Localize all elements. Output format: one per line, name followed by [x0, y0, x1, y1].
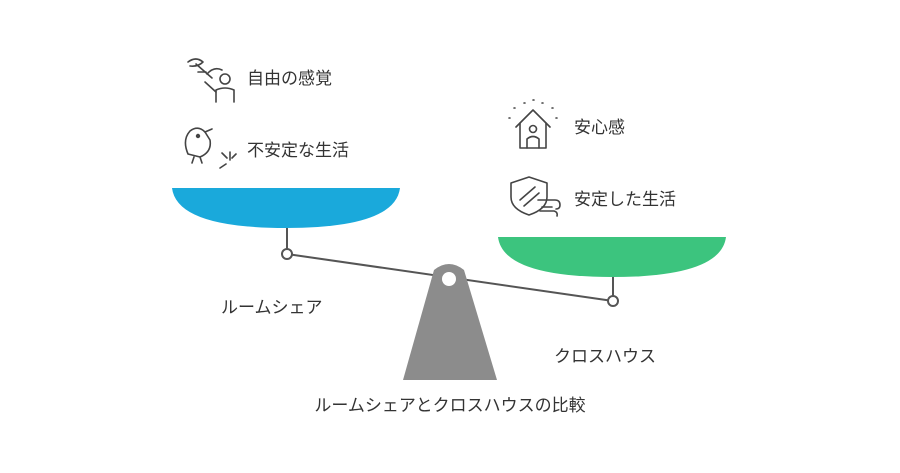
right-pan: [498, 237, 726, 277]
right-item-2-text: 安定した生活: [574, 190, 676, 210]
bird-unstable-icon: [184, 127, 237, 169]
right-beam-joint: [607, 295, 619, 307]
diagram-title: ルームシェアとクロスハウスの比較: [314, 396, 585, 416]
shield-wind-icon: [510, 176, 561, 217]
left-beam-joint: [281, 248, 293, 260]
house-person-icon: [508, 99, 558, 149]
left-item-2-text: 不安定な生活: [247, 141, 349, 161]
right-pan-label: クロスハウス: [554, 347, 656, 367]
left-pan-label: ルームシェア: [221, 298, 323, 318]
left-item-1-text: 自由の感覚: [247, 69, 332, 89]
fulcrum: [403, 264, 497, 380]
bird-freedom-icon: [187, 58, 235, 103]
fulcrum-pivot: [442, 272, 456, 286]
right-item-1-text: 安心感: [574, 118, 625, 138]
left-pan: [172, 188, 400, 228]
